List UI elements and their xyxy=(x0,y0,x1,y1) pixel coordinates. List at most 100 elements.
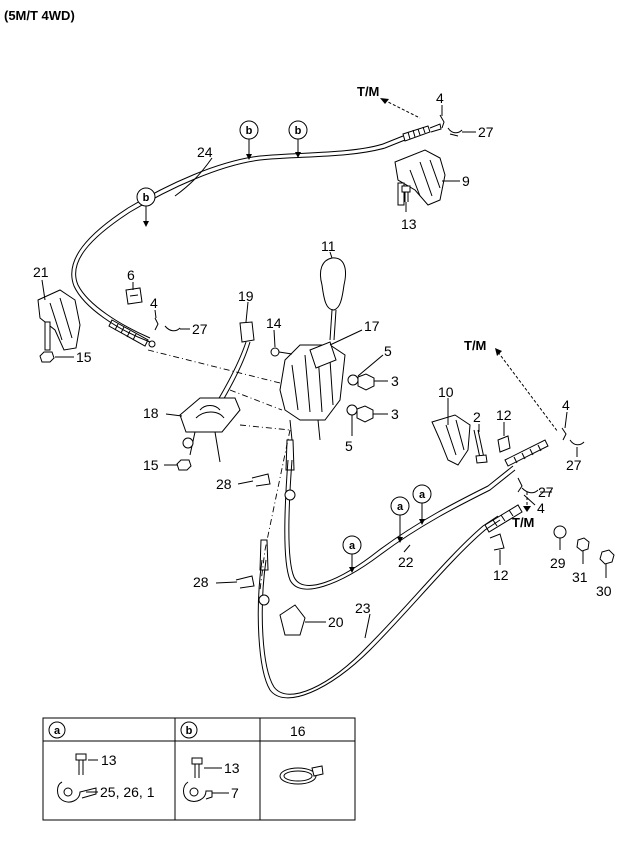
clip-27-right xyxy=(569,439,585,446)
svg-text:b: b xyxy=(143,192,150,204)
legend-b-bolt-label: 13 xyxy=(224,760,240,776)
label-15-lower: 15 xyxy=(143,457,159,473)
label-4-left: 4 xyxy=(150,295,158,311)
label-2: 2 xyxy=(473,409,481,425)
svg-text:b: b xyxy=(295,125,302,137)
clip-27-left xyxy=(164,325,181,332)
model-title: (5M/T 4WD) xyxy=(4,8,75,23)
label-5-lower: 5 xyxy=(345,438,353,454)
label-3-upper: 3 xyxy=(391,373,399,389)
label-4-lower: 4 xyxy=(537,500,545,516)
legend-a-bolt xyxy=(75,753,98,775)
ref-b-2: b xyxy=(288,120,308,158)
cable-24 xyxy=(71,123,442,348)
legend-table: a b 16 13 25, 26, 1 13 xyxy=(42,717,356,821)
label-6: 6 xyxy=(127,267,135,283)
washer-29 xyxy=(553,525,567,539)
label-30: 30 xyxy=(596,583,612,599)
label-5-upper: 5 xyxy=(384,343,392,359)
tm-label-top: T/M xyxy=(357,84,379,99)
clip-27-top xyxy=(447,127,463,137)
reference-line-4 xyxy=(229,389,283,411)
bracket-20 xyxy=(279,604,306,636)
bolt-2 xyxy=(473,429,488,464)
svg-text:a: a xyxy=(54,725,61,737)
legend-b-bolt xyxy=(191,757,222,778)
tm-direction-right: T/M xyxy=(464,338,559,433)
nut-3-lower xyxy=(356,405,374,423)
label-22: 22 xyxy=(398,554,414,570)
part-labels: 4 27 9 13 24 21 15 6 4 27 11 19 14 17 5 … xyxy=(33,90,612,639)
label-27-lower: 27 xyxy=(538,484,554,500)
label-28-lower: 28 xyxy=(193,574,209,590)
label-13-top: 13 xyxy=(401,216,417,232)
label-27-top: 27 xyxy=(478,124,494,140)
reference-line-2 xyxy=(239,424,291,431)
ref-a-2: a xyxy=(412,484,432,525)
bolt-13-top xyxy=(401,185,411,202)
pin-4-left xyxy=(154,317,159,331)
label-28-upper: 28 xyxy=(216,476,232,492)
lever-19 xyxy=(214,321,255,408)
label-27-left: 27 xyxy=(192,321,208,337)
clip-12-upper xyxy=(497,435,511,453)
legend-hose-clamp-16 xyxy=(279,765,324,785)
clip-28-upper xyxy=(251,473,271,487)
lever-assy-17 xyxy=(279,341,346,441)
label-19: 19 xyxy=(238,288,254,304)
bracket-10 xyxy=(431,414,471,466)
legend-a-clamp-label: 25, 26, 1 xyxy=(100,784,155,800)
bracket-21 xyxy=(37,289,81,351)
nut-15-upper xyxy=(39,351,55,363)
clip-28-lower xyxy=(235,575,255,589)
svg-text:a: a xyxy=(419,489,426,501)
cable-22 xyxy=(284,439,549,590)
ref-a-3: a xyxy=(342,535,362,573)
ref-b-3: b xyxy=(136,187,156,227)
knob-11 xyxy=(319,257,346,341)
label-12-upper: 12 xyxy=(496,407,512,423)
bolt-14 xyxy=(270,347,293,357)
legend-header-a: a xyxy=(48,721,66,739)
pin-4-top xyxy=(439,114,445,129)
label-17: 17 xyxy=(364,318,380,334)
clip-6 xyxy=(125,287,143,305)
label-12-lower: 12 xyxy=(493,567,509,583)
label-24: 24 xyxy=(197,144,213,160)
label-11: 11 xyxy=(321,238,336,254)
nut-31 xyxy=(576,537,590,552)
legend-a-bolt-label: 13 xyxy=(101,752,117,768)
tm-label-right: T/M xyxy=(464,338,486,353)
nut-15-lower xyxy=(176,459,192,471)
label-4-right: 4 xyxy=(562,397,570,413)
label-9: 9 xyxy=(462,173,470,189)
reference-line-3 xyxy=(259,429,291,591)
svg-text:b: b xyxy=(186,725,193,737)
tm-label-lower: T/M xyxy=(512,515,534,530)
clip-27-lower xyxy=(521,487,539,494)
label-23: 23 xyxy=(355,600,371,616)
clip-12-lower xyxy=(489,533,505,551)
legend-header-b: b xyxy=(180,721,198,739)
label-31: 31 xyxy=(572,569,588,585)
tm-direction-top: T/M xyxy=(357,84,421,119)
ref-a-1: a xyxy=(390,496,410,543)
label-14: 14 xyxy=(266,315,282,331)
svg-text:a: a xyxy=(349,540,356,552)
nut-30 xyxy=(599,549,615,565)
label-27-right: 27 xyxy=(566,457,582,473)
reference-line-1 xyxy=(147,349,281,384)
legend-b-clamp-label: 7 xyxy=(231,785,239,801)
label-20: 20 xyxy=(328,614,344,630)
pin-4-lower xyxy=(517,477,523,493)
ref-b-1: b xyxy=(239,120,259,160)
boot-18 xyxy=(179,397,241,463)
label-18: 18 xyxy=(143,405,159,421)
washer-5-lower xyxy=(346,404,358,416)
tm-direction-lower: T/M xyxy=(512,492,534,530)
cable-23 xyxy=(257,504,523,699)
pin-4-right xyxy=(561,427,567,441)
label-21: 21 xyxy=(33,264,49,280)
washer-5-upper xyxy=(347,374,359,386)
